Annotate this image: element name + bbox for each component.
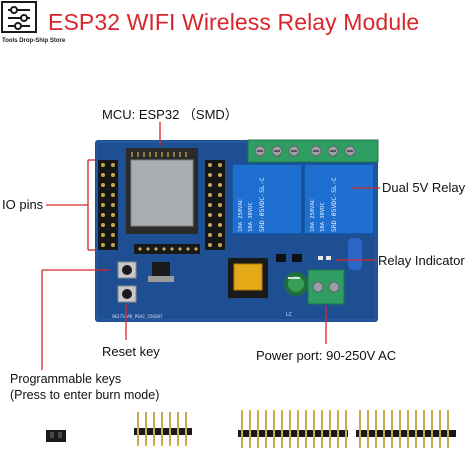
relay-indicator-label: Relay Indicator	[378, 253, 465, 268]
right-io-pin-header	[205, 160, 225, 250]
esp32-module	[126, 148, 198, 234]
pin-header-long-1	[238, 410, 348, 448]
small-pin-header	[134, 244, 200, 254]
relay-terminal-blocks	[247, 139, 379, 163]
relay-indicator-leds	[318, 256, 331, 260]
varistor	[348, 238, 362, 270]
voltage-regulator	[152, 262, 170, 276]
silkscreen-code: SK2733AR_PSA2_250207	[112, 314, 163, 319]
programmable-keys-sublabel: (Press to enter burn mode)	[10, 388, 160, 402]
io-pins-label: IO pins	[2, 197, 44, 212]
relay-2-marking-2: 10A 30VDC	[320, 202, 326, 232]
io0-button	[117, 261, 137, 279]
jumper-icon	[46, 430, 66, 442]
reset-key-label: Reset key	[102, 344, 160, 359]
relay-2-marking-3: SRD-05VDC-SL-C	[330, 177, 338, 232]
electrolytic-capacitor	[284, 272, 308, 296]
mcu-label: MCU: ESP32 （SMD）	[102, 107, 238, 122]
dual-relay-label: Dual 5V Relay	[382, 180, 466, 195]
pin-header-long-2	[356, 410, 456, 448]
relay-2: 10A 250VAC 10A 30VDC SRD-05VDC-SL-C	[303, 163, 375, 235]
store-name: Tools Drop-Ship Store	[2, 38, 66, 44]
left-io-pin-header	[98, 160, 118, 250]
relay-driver-chips	[276, 254, 302, 262]
store-logo	[0, 0, 64, 44]
relay-1-marking-1: 10A 250VAC	[238, 199, 244, 232]
power-port-label: Power port: 90-250V AC	[256, 348, 397, 363]
power-terminal-block	[307, 269, 345, 305]
reset-button	[117, 285, 137, 303]
annotation-pointers	[41, 122, 380, 370]
programmable-keys-label: Programmable keys	[10, 372, 122, 386]
page-title: ESP32 WIFI Wireless Relay Module	[48, 9, 420, 35]
store-logo-icon	[1, 1, 37, 33]
pin-header-icon	[134, 412, 192, 446]
relay-2-marking-1: 10A 250VAC	[310, 199, 316, 232]
silkscreen-lc: LC	[286, 312, 292, 318]
power-module	[228, 258, 268, 298]
relay-1: 10A 250VAC 10A 30VDC SRD-05VDC-SL-C	[231, 163, 303, 235]
relay-1-marking-2: 10A 30VDC	[248, 202, 254, 232]
relay-1-marking-3: SRD-05VDC-SL-C	[258, 177, 266, 232]
